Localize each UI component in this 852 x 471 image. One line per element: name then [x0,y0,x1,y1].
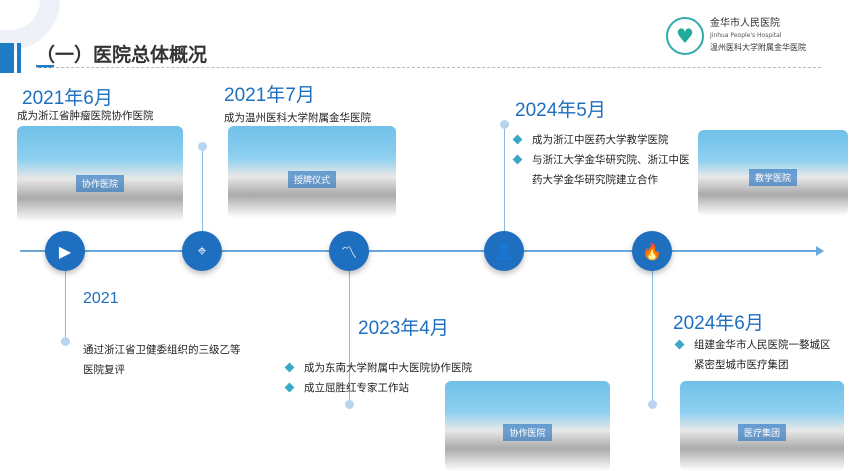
play-icon: ▶ [45,231,85,271]
connector [202,150,203,232]
photo-banner: 医疗集团 [737,424,786,441]
event-text: 成为浙江省肿瘤医院协作医院 [17,110,154,122]
photo-banner: 协作医院 [503,424,552,441]
event-photo: 教学医院 [698,130,848,216]
connector-dot [648,400,657,409]
connector-dot [345,400,354,409]
connector [349,270,350,405]
event-date: 2021年6月 [22,88,113,109]
event-bullet: 组建金华市人民医院一婺城区紧密型城市医疗集团 [674,335,839,375]
heart-seal-icon: ♥ [666,17,704,55]
title-accent-bar-thin [17,43,21,73]
connector [65,270,66,342]
user-icon: 👤 [484,231,524,271]
event-bullet: 成为浙江中医药大学教学医院 [512,130,694,150]
event-photo: 协作医院 [445,381,610,471]
photo-banner: 授牌仪式 [287,171,336,188]
event-date: 2024年5月 [515,100,606,121]
timeline-axis [20,250,816,252]
event-date: 2021年7月 [224,85,315,106]
event-bullet: 成立屈胜红专家工作站 [284,378,484,398]
title-divider [36,67,821,68]
event-photo: 医疗集团 [680,381,844,471]
connector-dot [198,142,207,151]
title-underline [36,65,54,68]
photo-banner: 教学医院 [748,169,797,186]
photo-banner: 协作医院 [75,175,124,192]
page-title: （一）医院总体概况 [36,44,208,66]
logo-sub: 温州医科大学附属金华医院 [710,43,806,52]
event-bullet: 成为东南大学附属中大医院协作医院 [284,358,484,378]
connector [504,128,505,232]
flame-icon: 🔥 [632,231,672,271]
connector [652,270,653,405]
logo-name: 金华市人民医院 [710,18,780,29]
event-text: 成为温州医科大学附属金华医院 [224,112,371,124]
event-bullet: 与浙江大学金华研究院、浙江中医药大学金华研究院建立合作 [512,150,694,190]
connector-dot [61,337,70,346]
event-photo: 协作医院 [17,126,183,222]
target-icon: ⌖ [182,231,222,271]
logo-english: Jinhua People's Hospital [710,32,782,39]
title-accent-bar [0,43,14,73]
event-text: 通过浙江省卫健委组织的三级乙等医院复评 [83,344,241,376]
event-date: 2023年4月 [358,318,449,339]
hospital-logo: ♥ 金华市人民医院 Jinhua People's Hospital 温州医科大… [666,17,816,55]
connector-dot [500,120,509,129]
event-date: 2024年6月 [673,313,764,334]
event-date: 2021 [83,290,119,307]
timeline-arrow [816,246,824,256]
event-photo: 授牌仪式 [228,126,396,218]
chart-icon: 〽 [329,231,369,271]
